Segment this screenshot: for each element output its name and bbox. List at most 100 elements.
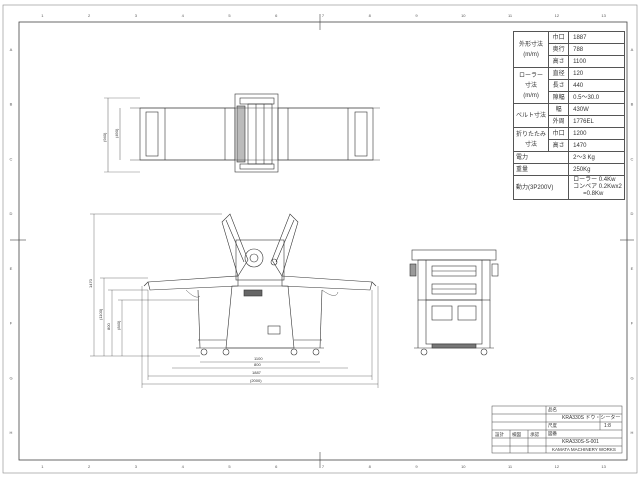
zone-label-top-10: 10 xyxy=(461,13,466,18)
spec-weight-label: 重量 xyxy=(512,163,570,176)
zone-label-right-B: B xyxy=(631,102,634,107)
spec-outer-value-2: 1100 xyxy=(568,55,625,68)
spec-folded-value-0: 1200 xyxy=(568,127,625,140)
zone-label-bottom-5: 5 xyxy=(228,464,231,469)
front-view-logo-plate xyxy=(243,289,263,297)
title-block: 品名 KRA330S ドウ・シーター 尺度 1:8 図番 設計 検図 承認 KR… xyxy=(492,406,622,453)
title-block-checker-label: 検図 xyxy=(512,432,521,437)
zone-label-top-2: 2 xyxy=(88,13,91,18)
spec-outer-sub-2: 高さ xyxy=(548,55,570,68)
title-block-approver-label: 承認 xyxy=(530,432,539,437)
spec-weight-value: 250Kg xyxy=(568,163,625,176)
zone-label-left-A: A xyxy=(10,47,13,52)
zone-label-left-E: E xyxy=(10,266,13,271)
front-view-left-arm xyxy=(221,213,249,277)
centering-marks xyxy=(10,14,634,468)
spec-belt-label: ベルト寸法 xyxy=(512,103,550,128)
spec-table: 外形寸法 (m/m) 巾口 1887 奥行 788 高さ 1100 ローラー 寸… xyxy=(512,31,625,200)
spec-roller-value-1: 440 xyxy=(568,79,625,92)
zone-label-bottom-3: 3 xyxy=(135,464,138,469)
top-view-conveyor-left xyxy=(139,107,236,161)
spec-outer-value-1: 788 xyxy=(568,43,625,56)
sheet-outer-frame xyxy=(2,4,638,474)
zone-label-top-3: 3 xyxy=(135,13,138,18)
zone-labels-right: A B C D E F G H xyxy=(630,47,633,435)
title-block-scale: 1:8 xyxy=(604,423,611,429)
zone-label-right-C: C xyxy=(631,156,634,161)
spec-roller-label: ローラー 寸法 (m/m) xyxy=(512,67,550,104)
title-block-scale-label: 尺度 xyxy=(548,423,557,428)
spec-roller-value-0: 120 xyxy=(568,67,625,80)
spec-outer-value-0: 1887 xyxy=(568,31,625,44)
spec-belt-sub-0: 幅 xyxy=(548,103,570,116)
top-view-roller-head xyxy=(234,93,279,173)
zone-label-left-C: C xyxy=(10,156,13,161)
zone-label-bottom-2: 2 xyxy=(88,464,91,469)
top-view-dim-depth: (940) xyxy=(102,132,107,142)
zone-label-top-13: 13 xyxy=(601,13,606,18)
spec-motor-values: ローラー 0.4Kw コンベア 0.2Kwx2 =0.8Kw xyxy=(568,175,625,200)
zone-label-top-4: 4 xyxy=(182,13,185,18)
spec-folded-sub-0: 巾口 xyxy=(548,127,570,140)
zone-label-right-F: F xyxy=(631,321,634,326)
top-view xyxy=(104,93,380,173)
zone-label-bottom-11: 11 xyxy=(508,464,513,469)
zone-label-left-D: D xyxy=(10,211,13,216)
spec-folded-value-1: 1470 xyxy=(568,139,625,152)
zone-label-top-5: 5 xyxy=(228,13,231,18)
front-dim-overall: (2000) xyxy=(250,378,262,383)
zone-label-top-9: 9 xyxy=(415,13,418,18)
spec-power-value: 2〜3 Kg xyxy=(568,151,625,164)
spec-folded-sub-1: 高さ xyxy=(548,139,570,152)
side-view-base xyxy=(425,299,483,345)
zone-label-bottom-7: 7 xyxy=(322,464,325,469)
zone-label-right-D: D xyxy=(631,211,634,216)
zone-label-left-H: H xyxy=(10,430,13,435)
spec-belt-value-0: 430W xyxy=(568,103,625,116)
front-dim-inner: 800 xyxy=(254,362,261,367)
spec-power-label: 電力 xyxy=(512,151,570,164)
spec-folded-label: 折りたたみ 寸法 xyxy=(512,127,550,152)
zone-label-top-6: 6 xyxy=(275,13,278,18)
front-view-right-table xyxy=(281,275,373,291)
zone-label-bottom-10: 10 xyxy=(461,464,466,469)
front-view-handwheel xyxy=(244,248,264,268)
zone-label-right-A: A xyxy=(631,47,634,52)
zone-label-left-B: B xyxy=(10,102,13,107)
spec-motor-label: 動力(3P200V) xyxy=(512,175,570,200)
zone-label-left-G: G xyxy=(9,375,12,380)
spec-motor-line-1: コンベア 0.2Kwx2 xyxy=(573,184,622,190)
zone-label-bottom-6: 6 xyxy=(275,464,278,469)
spec-roller-value-2: 0.5〜30.0 xyxy=(568,91,625,104)
zone-labels-left: A B C D E F G H xyxy=(9,47,12,435)
zone-label-bottom-8: 8 xyxy=(369,464,372,469)
zone-label-right-G: G xyxy=(630,375,633,380)
zone-label-bottom-4: 4 xyxy=(182,464,185,469)
spec-roller-sub-1: 長さ xyxy=(548,79,570,92)
front-view-right-arm xyxy=(271,213,299,277)
top-view-conveyor-right xyxy=(277,107,374,161)
spec-outer-sub-1: 奥行 xyxy=(548,43,570,56)
zone-label-right-H: H xyxy=(631,430,634,435)
zone-label-right-E: E xyxy=(631,266,634,271)
front-dim-height-folded: 1470 xyxy=(88,278,93,288)
side-view xyxy=(409,249,499,356)
zone-label-bottom-13: 13 xyxy=(601,464,606,469)
sheet-inner-frame xyxy=(18,21,628,461)
title-block-name-label: 品名 xyxy=(548,407,557,412)
front-dim-width: 1887 xyxy=(252,370,262,375)
zone-label-left-F: F xyxy=(10,321,13,326)
spec-belt-value-1: 1776EL xyxy=(568,115,625,128)
spec-roller-sub-0: 直径 xyxy=(548,67,570,80)
zone-label-top-1: 1 xyxy=(41,13,44,18)
spec-belt-sub-1: 外周 xyxy=(548,115,570,128)
front-view-dim-lines xyxy=(90,213,379,388)
top-view-dim-belt: (490) xyxy=(114,128,119,138)
zone-label-top-11: 11 xyxy=(508,13,513,18)
zone-label-bottom-9: 9 xyxy=(415,464,418,469)
front-view-left-table xyxy=(147,275,239,291)
front-dim-leg-span: 1100 xyxy=(254,356,263,361)
